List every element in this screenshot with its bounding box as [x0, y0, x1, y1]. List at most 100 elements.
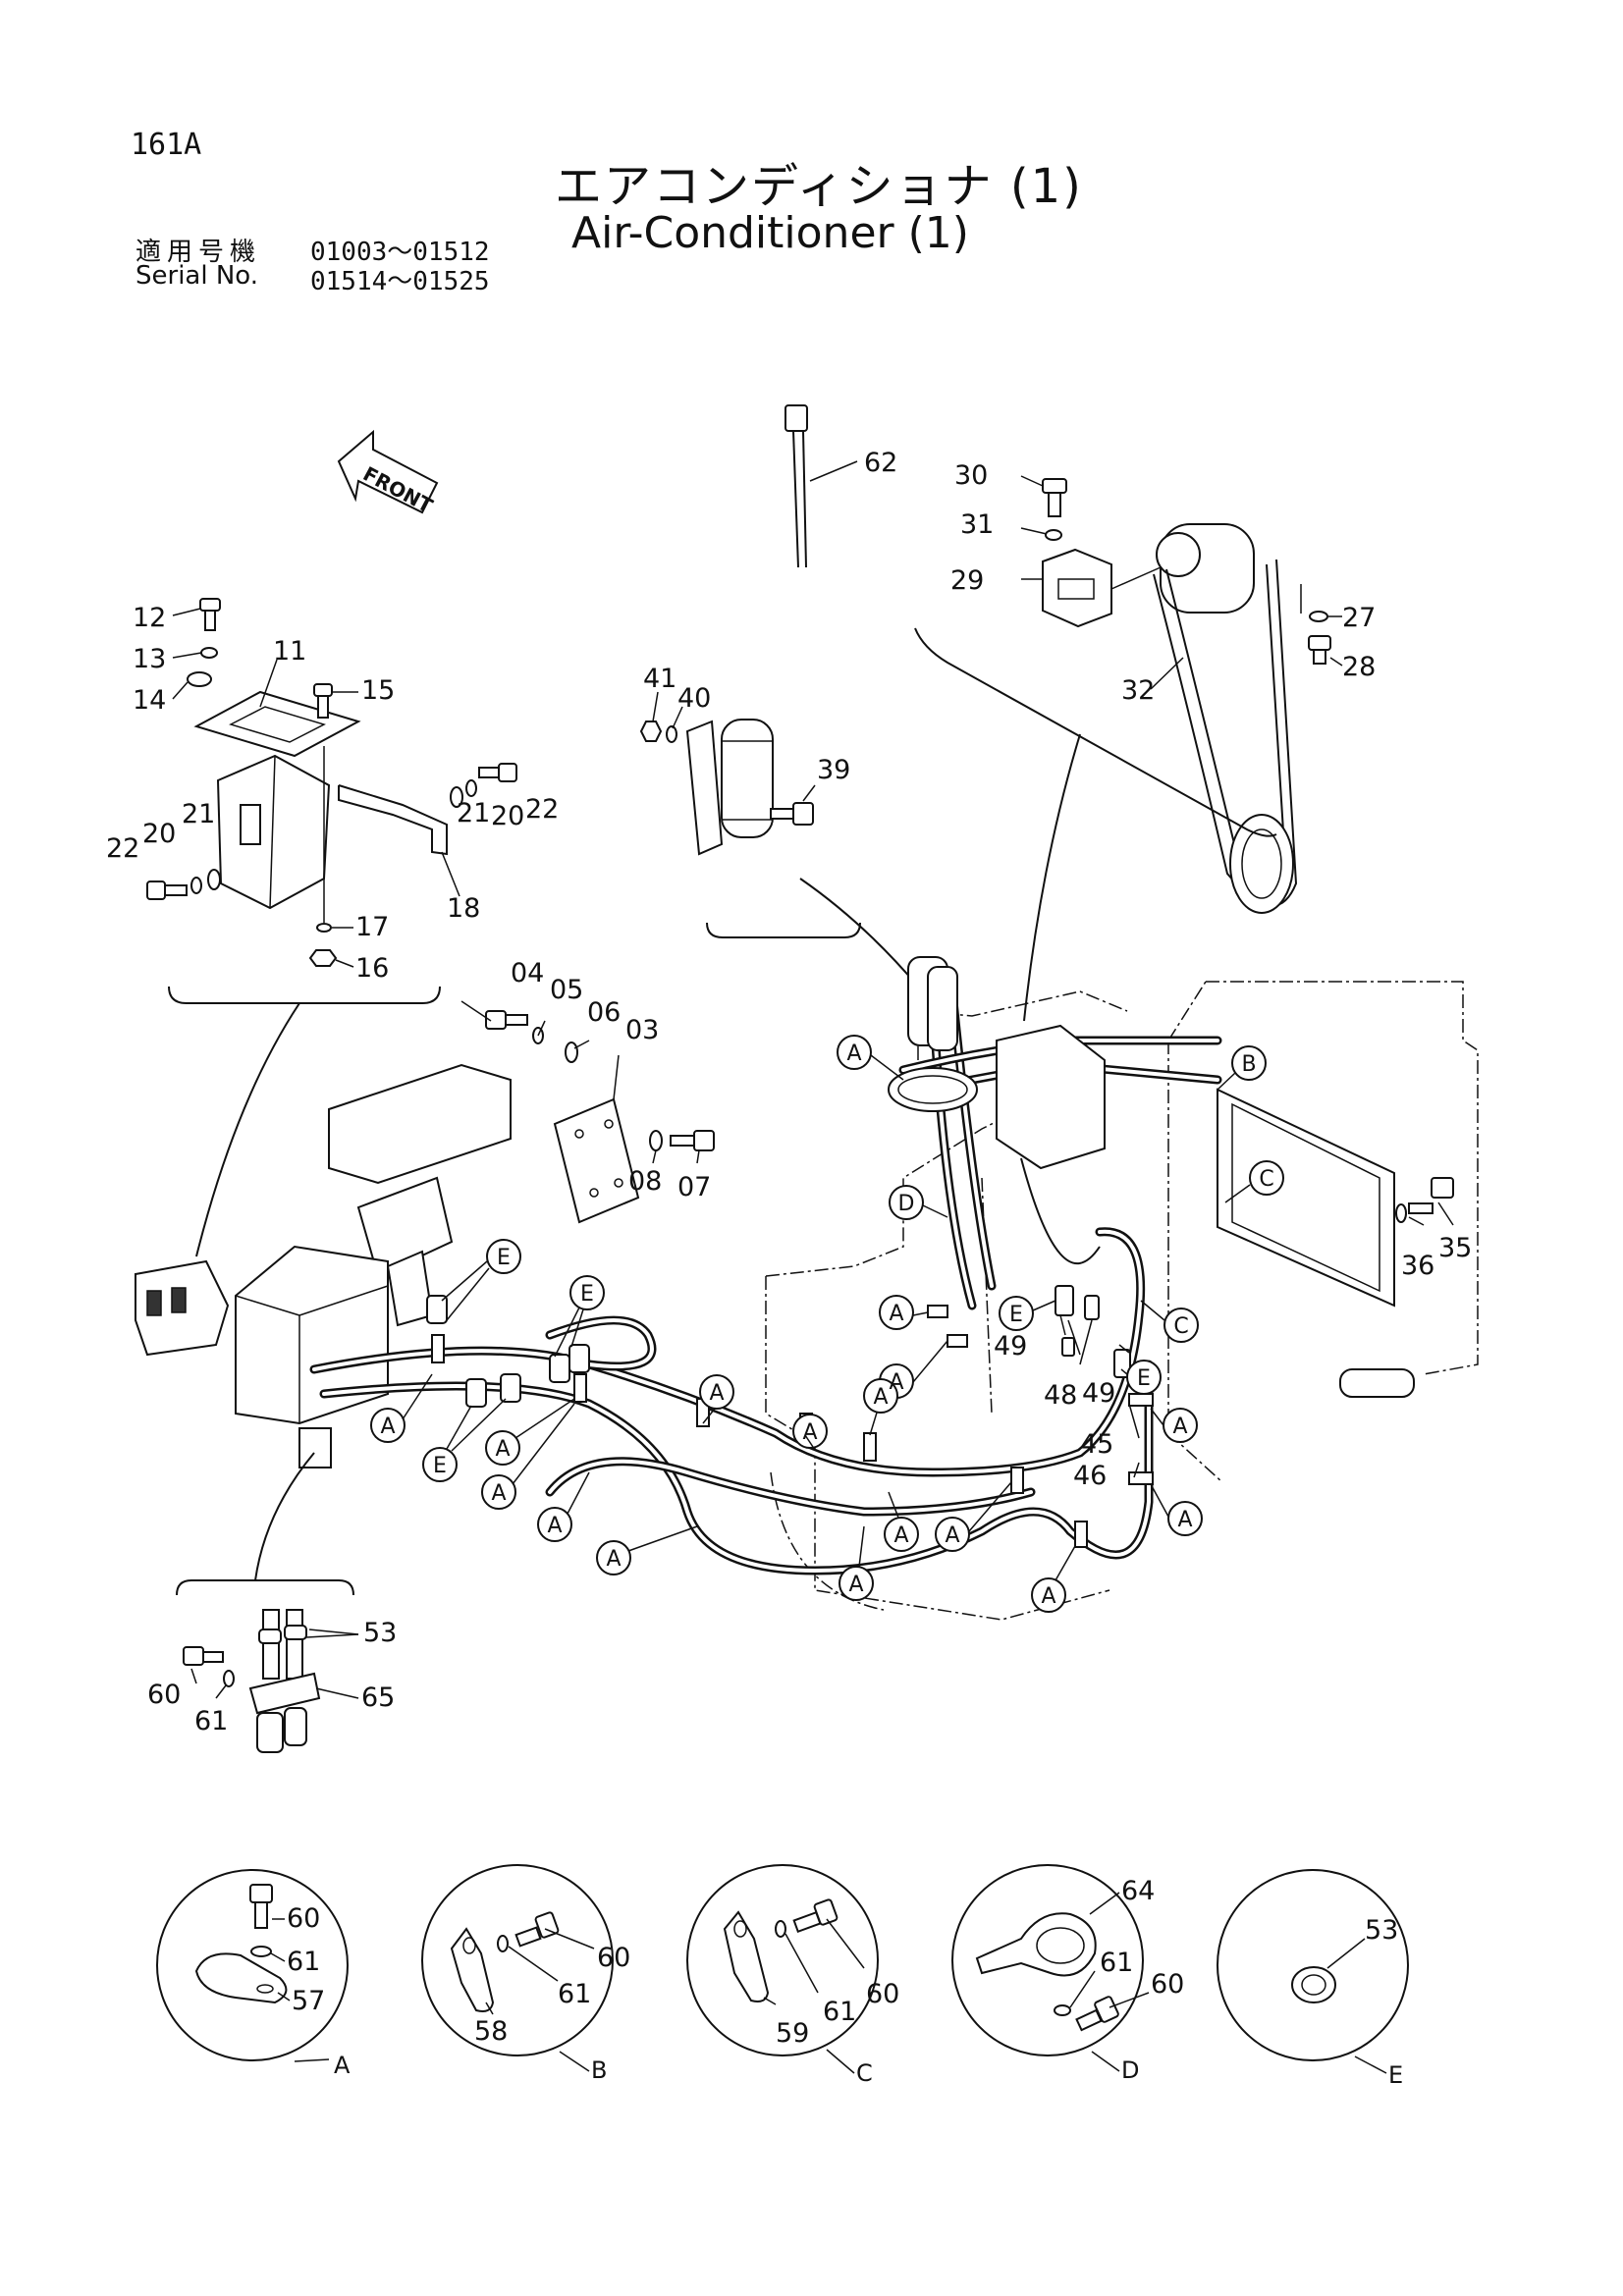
svg-text:A: A [380, 1415, 395, 1439]
ac-unit-icon [235, 1245, 389, 1425]
serial-range-1: 01003～01512 [310, 238, 490, 267]
fitting-icon [500, 1373, 521, 1403]
title-english: Air-Conditioner (1) [571, 208, 969, 258]
serial-label-japanese: 適用号機 [135, 238, 262, 267]
part-60: 60 [147, 1680, 181, 1710]
callout-d [889, 1185, 948, 1220]
part-46: 46 [1073, 1461, 1107, 1491]
serial-range-2: 01514～01525 [310, 267, 490, 296]
part-49: 49 [994, 1331, 1027, 1362]
svg-text:D: D [898, 1192, 915, 1216]
bolt-icon [485, 1010, 528, 1030]
part-05: 05 [550, 975, 583, 1005]
callout-e [422, 1239, 1162, 1482]
page-id: 161A [131, 128, 202, 162]
part-22b: 22 [525, 794, 559, 825]
svg-text:60: 60 [287, 1903, 320, 1934]
svg-text:B: B [591, 2056, 607, 2084]
svg-text:A: A [1041, 1584, 1055, 1609]
part-41: 41 [643, 664, 676, 694]
svg-text:E: E [433, 1454, 447, 1478]
compressor-main-icon [996, 1024, 1106, 1170]
svg-text:61: 61 [287, 1947, 320, 1977]
washer-icon [1309, 611, 1328, 622]
bracket-icon [1042, 548, 1112, 628]
detail-view-e: 53 E [1217, 1869, 1409, 2089]
svg-text:58: 58 [474, 2016, 508, 2047]
part-65: 65 [361, 1682, 395, 1713]
bolt-icon [478, 763, 517, 782]
svg-text:A: A [709, 1381, 724, 1406]
part-18: 18 [447, 893, 480, 924]
washer-icon [223, 1670, 235, 1687]
svg-text:64: 64 [1121, 1876, 1155, 1906]
washer-icon [565, 1041, 578, 1063]
washer-icon [497, 1935, 509, 1952]
washer-icon [187, 671, 212, 687]
svg-text:A: A [334, 2052, 351, 2079]
part-03: 03 [625, 1015, 659, 1045]
svg-text:A: A [848, 1573, 863, 1597]
part-15: 15 [361, 675, 395, 706]
part-62: 62 [864, 448, 897, 478]
part-48: 48 [1044, 1380, 1077, 1411]
part-20b: 20 [491, 801, 524, 831]
svg-text:A: A [1172, 1415, 1187, 1439]
detail-view-d: 64 61 60 D [951, 1864, 1184, 2084]
part-28: 28 [1342, 652, 1376, 682]
bolt-icon [313, 683, 333, 719]
nut-icon [639, 721, 663, 742]
svg-text:C: C [856, 2059, 873, 2087]
heater-core-icon [1217, 1088, 1395, 1308]
washer-icon [649, 1130, 663, 1151]
part-11: 11 [273, 636, 306, 667]
svg-text:61: 61 [558, 1979, 591, 2009]
svg-text:C: C [1259, 1167, 1273, 1192]
clamp-icon [947, 1334, 968, 1348]
svg-text:D: D [1121, 2056, 1139, 2084]
bolt-icon [249, 1884, 273, 1929]
receiver-drier-icon [721, 719, 774, 838]
nut-icon [308, 949, 338, 967]
part-49b: 49 [1082, 1378, 1115, 1409]
part-32: 32 [1121, 675, 1155, 706]
svg-text:A: A [1177, 1508, 1192, 1532]
part-21: 21 [182, 799, 215, 829]
fitting-icon [1055, 1285, 1074, 1316]
bolt-icon [670, 1130, 715, 1151]
part-07: 07 [677, 1172, 711, 1202]
washer-icon [1395, 1203, 1407, 1223]
svg-text:A: A [802, 1420, 817, 1445]
p-clip-icon [450, 1927, 495, 2012]
clamp-icon [1128, 1393, 1154, 1407]
bolt-icon [792, 1898, 839, 1934]
bolt-icon [770, 802, 814, 826]
bolt-icon [514, 1911, 560, 1948]
svg-text:60: 60 [1151, 1969, 1184, 2000]
part-39: 39 [817, 755, 850, 785]
callout-c [1140, 1160, 1284, 1343]
clamp-icon [248, 1672, 321, 1715]
washer-icon [200, 647, 218, 659]
svg-text:59: 59 [776, 2018, 809, 2049]
svg-text:A: A [547, 1514, 562, 1538]
svg-text:B: B [1241, 1052, 1256, 1077]
part-21b: 21 [457, 798, 490, 828]
part-45: 45 [1080, 1429, 1113, 1460]
front-arrow-icon: FRONT [337, 429, 439, 518]
bolt-icon [199, 598, 221, 631]
compressor-belt-assembly [914, 475, 1343, 1022]
part-number-labels: 04 05 06 03 08 07 11 12 13 14 15 16 17 1… [106, 448, 1472, 1736]
svg-text:A: A [889, 1302, 903, 1326]
part-40: 40 [677, 683, 711, 714]
svg-text:C: C [1173, 1314, 1188, 1339]
receiver-drier-assembly [639, 404, 919, 988]
p-clip-icon [194, 1952, 288, 2004]
bolt-icon [1308, 635, 1331, 665]
fitting-icon [1084, 1295, 1100, 1320]
svg-text:61: 61 [823, 1997, 856, 2027]
clamp-icon [1128, 1471, 1154, 1485]
svg-text:E: E [580, 1282, 594, 1307]
fitting-icon [568, 1344, 590, 1373]
